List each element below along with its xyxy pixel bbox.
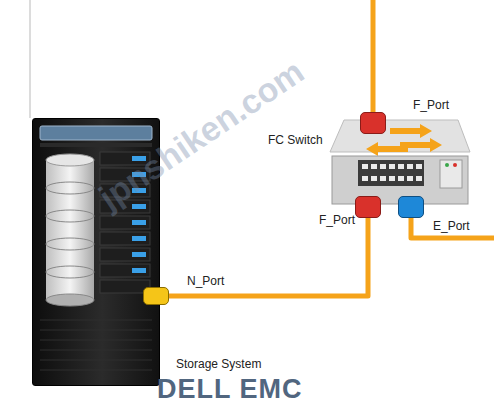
- rack-grille: [40, 320, 152, 370]
- node-port: N_Port: [143, 287, 169, 305]
- switch-front: [332, 156, 468, 204]
- rack-panel: [40, 126, 152, 140]
- disk-stack: [46, 154, 94, 306]
- fibre-cable: [371, 0, 376, 114]
- port-label: F_Port: [319, 213, 355, 227]
- fibre-cable: [169, 218, 368, 296]
- port-label: N_Port: [187, 274, 224, 288]
- switch-module: [440, 160, 462, 188]
- switch-arrows: [366, 124, 442, 156]
- frame-line: [30, 0, 31, 118]
- fc-switch: FC SwitchF_PortF_PortE_Port: [330, 112, 470, 210]
- port-label: F_Port: [413, 98, 449, 112]
- device-label: Storage System: [176, 357, 261, 371]
- device-label: FC Switch: [268, 133, 323, 147]
- fabric-port: F_Port: [360, 112, 386, 134]
- switch-top: [330, 120, 470, 152]
- expansion-port: E_Port: [398, 196, 424, 218]
- port-grid: [362, 164, 422, 181]
- port-grid: [358, 160, 424, 186]
- port-label: E_Port: [433, 219, 470, 233]
- brand-logo: DELL EMC: [157, 374, 303, 405]
- status-led: [445, 163, 449, 167]
- fabric-port: F_Port: [355, 196, 381, 218]
- rack-panel: [40, 143, 152, 147]
- fibre-cable: [411, 216, 494, 238]
- status-led: [453, 163, 457, 167]
